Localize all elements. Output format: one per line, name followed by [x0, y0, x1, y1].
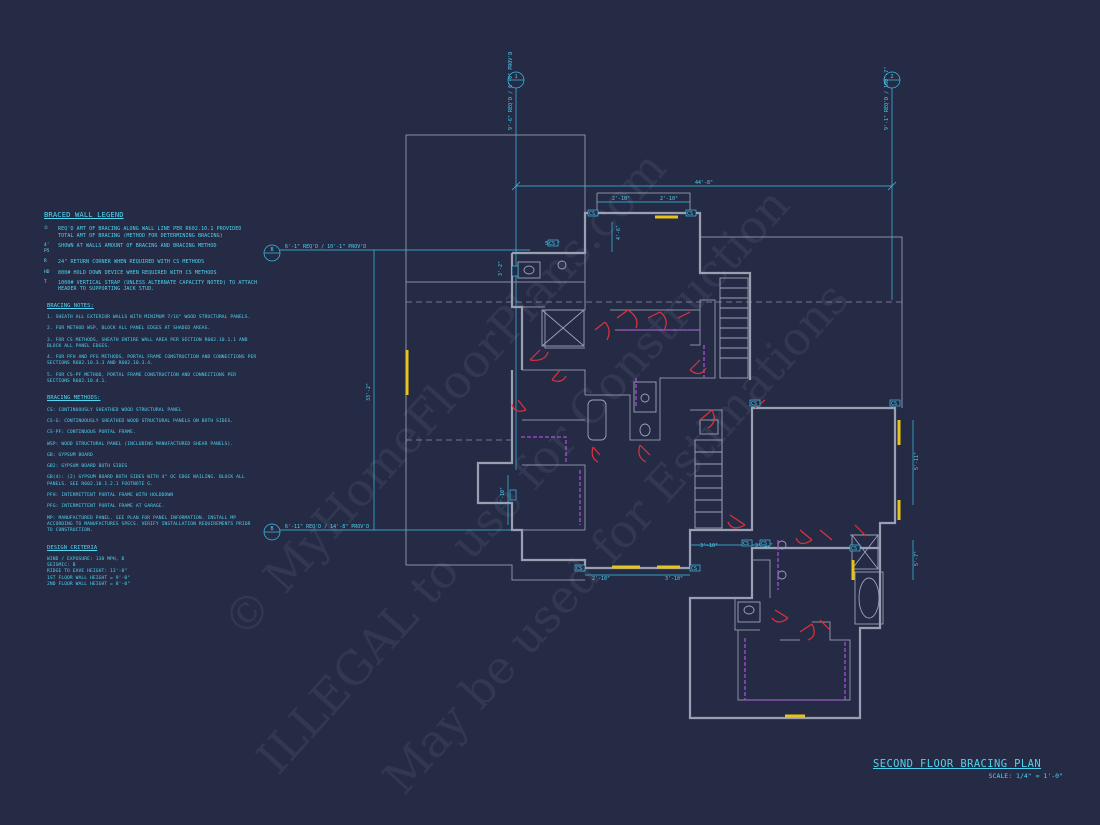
dim-d1: 2'-10" — [612, 196, 630, 202]
legend-text: 800# HOLD DOWN DEVICE WHEN REQUIRED WITH… — [58, 269, 217, 276]
legend-item: T 1000# VERTICAL STRAP (UNLESS ALTERNATE … — [44, 280, 259, 293]
grid-marker-1-num: 1 — [514, 74, 517, 80]
legend-item: R 24" RETURN CORNER WHEN REQUIRED WITH CS… — [44, 259, 259, 265]
legend-symbol: ① — [44, 226, 49, 232]
bracing-method: PFH: INTERMITTENT PORTAL FRAME WITH HOLD… — [47, 493, 174, 499]
bracing-method: GB2: GYPSUM BOARD BOTH SIDES — [47, 464, 128, 470]
cs-tag: CS — [761, 541, 767, 547]
dim-d3: 4'-6" — [616, 225, 622, 240]
dim-d2: 2'-10" — [660, 196, 678, 202]
dim-d5: 3'-2" — [498, 261, 504, 276]
roof-outline — [405, 134, 903, 581]
legend-symbol: R — [44, 259, 47, 265]
cs-tag: CS — [687, 211, 693, 217]
legend-item: HD 800# HOLD DOWN DEVICE WHEN REQUIRED WI… — [44, 270, 259, 276]
bracing-method: PFG: INTERMITTENT PORTAL FRAME AT GARAGE… — [47, 504, 165, 510]
dimension-overall: 44'-8" 33'-2" — [366, 180, 897, 530]
grid-marker-2-num: 2 — [890, 74, 893, 80]
dim-d12: 5'-7" — [914, 551, 920, 566]
door-swings — [511, 309, 866, 641]
interior-walls — [522, 253, 880, 701]
stairs — [694, 277, 749, 529]
grid-marker-2-note: 9'-1" REQ'D / 100'-7" — [884, 67, 890, 130]
legend-text: SHOWN AT WALLS AMOUNT OF BRACING AND BRA… — [58, 242, 217, 249]
cs-tag: CS — [851, 546, 857, 552]
design-criterion: WIND / EXPOSURE: 130 MPH, B — [47, 556, 125, 562]
closet-shelves — [521, 329, 846, 701]
legend-text: 24" RETURN CORNER WHEN REQUIRED WITH CS … — [58, 259, 205, 266]
legend-symbol: T — [44, 280, 47, 286]
bracing-method: CS: CONTINUOUSLY SHEATHED WOOD STRUCTURA… — [47, 407, 182, 413]
grid-marker-b-upper-note: 6'-1" REQ'D / 10'-1" PROV'D — [285, 244, 366, 250]
bracing-note: 2. FOR METHOD WSP, BLOCK ALL PANEL EDGES… — [47, 326, 211, 332]
design-criterion: RIDGE TO EAVE HEIGHT: 13'-8" — [47, 569, 128, 575]
grid-marker-1: 1 — [507, 71, 525, 470]
cs-tag: CS — [589, 211, 595, 217]
bracing-methods-title: BRACING METHODS: — [47, 395, 101, 402]
cs-tag: CS — [549, 241, 555, 247]
design-criterion: 1ST FLOOR WALL HEIGHT = 9'-0" — [47, 575, 131, 581]
bracing-notes-title: BRACING NOTES: — [47, 302, 94, 309]
exterior-walls — [476, 192, 897, 720]
overall-width-label: 44'-8" — [695, 180, 713, 186]
bracing-method: CS-PF: CONTINUOUS PORTAL FRAME. — [47, 430, 136, 436]
dim-d11: 5'-11" — [914, 452, 920, 470]
grid-marker-1-note: 9'-6" REQ'D / 6'-0" PROV'D — [508, 52, 514, 130]
grid-marker-b-lower-num: B — [270, 526, 273, 532]
legend-text: 1000# VERTICAL STRAP (UNLESS ALTERNATE C… — [58, 280, 258, 293]
legend-item: 4' P5 SHOWN AT WALLS AMOUNT OF BRACING AN… — [44, 243, 259, 256]
cs-tag: CS — [743, 541, 749, 547]
bracing-note: 5. FOR CS-PF METHOD, PORTAL FRAME CONSTR… — [47, 372, 237, 385]
grid-marker-b-lower: B — [263, 523, 520, 541]
design-criterion: SEISMIC: B — [47, 563, 76, 569]
bracing-method: WSP: WOOD STRUCTURAL PANEL (INCLUDING MA… — [47, 441, 234, 447]
cs-tag: CS — [691, 566, 697, 572]
drawing-title: SECOND FLOOR BRACING PLAN — [873, 758, 1042, 770]
braced-wall-panels — [405, 215, 901, 718]
grid-marker-b-lower-note: 6'-11" REQ'D / 14'-8" PROV'D — [285, 524, 369, 530]
legend-text: REQ'D AMT OF BRACING ALONG WALL LINE PER… — [58, 226, 242, 239]
bracing-note: 3. FOR CS METHODS, SHEATH ENTIRE WALL AR… — [47, 337, 248, 349]
dim-d6: 7'-10" — [500, 487, 506, 505]
design-criterion: 2ND FLOOR WALL HEIGHT = 8'-0" — [47, 581, 131, 587]
cs-tag: CS — [891, 401, 897, 407]
legend-symbol: 4' P5 — [44, 242, 50, 255]
bracing-note: 4. FOR PFH AND PFG METHODS, PORTAL FRAME… — [47, 355, 257, 367]
overall-depth-label: 33'-2" — [366, 383, 372, 401]
cs-tag: CS — [751, 401, 757, 407]
bracing-note: 1. SHEATH ALL EXTERIOR WALLS WITH MINIMU… — [47, 314, 251, 320]
dim-d8: 3'-10" — [665, 576, 683, 582]
bracing-method: MP: MANUFACTURED PANEL. SEE PLAN FOR PAN… — [47, 515, 251, 534]
plumbing-fixtures — [517, 260, 884, 625]
bracing-method: GB: GYPSUM BOARD — [47, 452, 93, 458]
grid-marker-b-upper: B — [263, 244, 530, 262]
legend-title: BRACED WALL LEGEND — [44, 210, 124, 219]
grid-marker-2: 2 — [883, 71, 901, 300]
title-block: SECOND FLOOR BRACING PLAN SCALE: 1/4" = … — [873, 758, 1063, 780]
legend-symbol: HD — [44, 269, 50, 275]
drawing-scale: SCALE: 1/4" = 1'-0" — [988, 772, 1063, 780]
dim-d7: 2'-10" — [592, 576, 610, 582]
dim-d9: 3'-10" — [700, 543, 718, 549]
grid-marker-b-upper-num: B — [270, 247, 273, 253]
braced-wall-legend: BRACED WALL LEGEND ① REQ'D AMT OF BRACING… — [44, 210, 259, 588]
bracing-method: GB(4): (2) GYPSUM BOARD BOTH SIDES WITH … — [47, 475, 245, 487]
design-criteria-title: DESIGN CRITERIA — [47, 544, 98, 551]
legend-item: ① REQ'D AMT OF BRACING ALONG WALL LINE PE… — [44, 226, 259, 239]
cs-tag: CS — [576, 566, 582, 572]
cs-tags: CS CS CS CS CS CS CS CS CS CS — [509, 209, 901, 572]
bracing-method: CS-G: CONTINUOUSLY SHEATHED WOOD STRUCTU… — [47, 418, 234, 424]
